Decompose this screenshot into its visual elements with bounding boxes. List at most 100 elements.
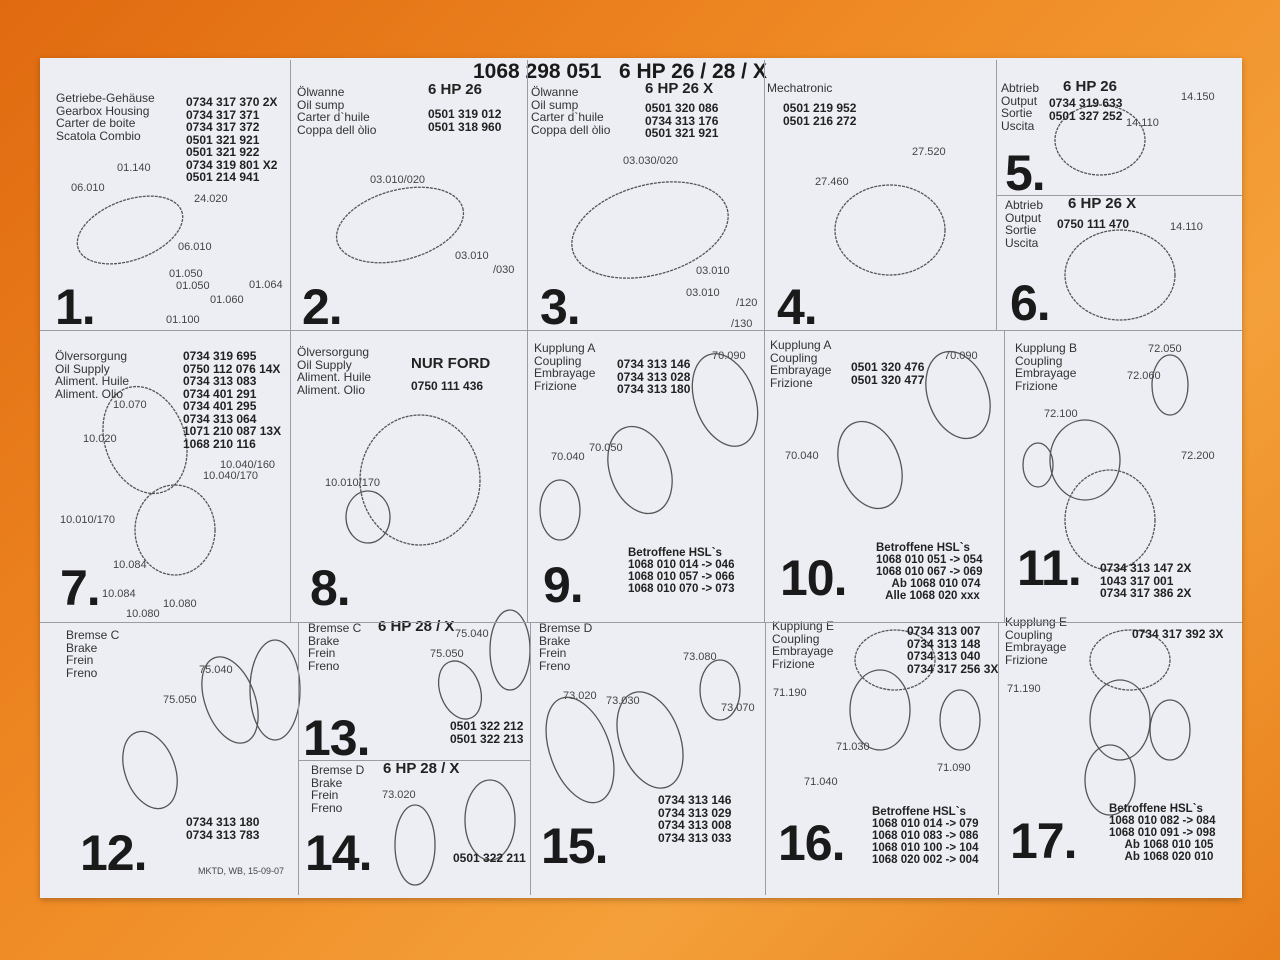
section-number: 15. (541, 818, 609, 874)
callout-label: 10.010/170 (60, 514, 116, 526)
description-label: Brake (311, 775, 343, 790)
description-label: Mechatronic (767, 81, 833, 95)
callout-label: 03.010 (686, 287, 720, 299)
part-ring-drawing (1064, 469, 1156, 571)
grid-divider (40, 330, 1242, 331)
callout-label: 24.020 (194, 193, 228, 205)
affected-hsl-note: 1068 010 091 -> 098 (1109, 827, 1216, 839)
parts-sheet (40, 58, 1242, 898)
part-ring-drawing (359, 414, 481, 546)
description-label: Frein (66, 653, 94, 667)
description-label: Brake (66, 640, 98, 655)
part-number: 0734 319 695 (183, 349, 257, 363)
affected-hsl-note: Betroffene HSL`s (872, 806, 966, 818)
part-number: 1043 317 001 (1100, 573, 1174, 588)
part-number: 0734 317 372 (186, 120, 260, 134)
part-number: 0734 317 386 2X (1100, 586, 1192, 600)
description-label: Oil sump (297, 97, 345, 112)
model-label: 6 HP 26 (428, 81, 482, 98)
part-ring-drawing (539, 479, 581, 541)
part-ring-drawing (1089, 629, 1171, 691)
description-label: Bremse C (308, 621, 362, 635)
callout-label: 72.050 (1148, 343, 1182, 355)
callout-label: 10.080 (126, 608, 160, 620)
part-ring-drawing (335, 186, 465, 264)
callout-label: 71.190 (1007, 683, 1041, 695)
callout-label: 01.064 (249, 279, 283, 291)
part-number: 0734 319 801 X2 (186, 157, 278, 172)
part-ring-drawing (616, 691, 684, 789)
part-number: 0734 317 256 3X (907, 661, 999, 676)
description-label: Coupling (772, 631, 820, 646)
part-number: 0734 317 370 2X (186, 95, 278, 109)
description-label: Uscita (1001, 118, 1035, 133)
callout-label: 75.050 (430, 648, 464, 660)
grid-divider (298, 622, 299, 895)
part-ring-drawing (394, 804, 436, 886)
part-number: 0734 313 176 (645, 113, 719, 128)
section-number: 17. (1010, 813, 1078, 869)
section-number: 2. (302, 279, 343, 335)
part-ring-drawing (134, 484, 216, 576)
description-label: Carter d`huile (297, 110, 370, 124)
affected-hsl-note: Ab 1068 020 010 (1109, 851, 1214, 863)
description-label: Frein (539, 646, 567, 660)
part-ring-drawing (837, 420, 903, 510)
description-label: Sortie (1001, 106, 1033, 120)
grid-divider (290, 60, 291, 330)
affected-hsl-note: 1068 010 070 -> 073 (628, 583, 735, 595)
description-label: Coupling (1015, 353, 1063, 368)
part-ring-drawing (699, 659, 741, 721)
description-label: Aliment. Olio (297, 382, 366, 397)
section-number: 3. (540, 279, 581, 335)
affected-hsl-note: 1068 010 014 -> 079 (872, 818, 979, 830)
part-ring-drawing (1151, 354, 1189, 416)
section-number: 7. (60, 560, 101, 616)
callout-label: 10.084 (102, 588, 136, 600)
part-ring-drawing (1149, 699, 1191, 761)
part-ring-drawing (849, 669, 911, 751)
callout-label: 75.040 (455, 628, 489, 640)
part-number: 0734 313 783 (186, 827, 260, 842)
part-number: 0734 313 007 (907, 624, 981, 638)
part-ring-drawing (834, 184, 946, 276)
section-number: 14. (305, 825, 373, 881)
section-number: 8. (310, 560, 351, 616)
affected-hsl-note: 1068 010 067 -> 069 (876, 566, 983, 578)
section-number: 13. (303, 710, 371, 766)
part-number: 0734 313 083 (183, 374, 257, 388)
grid-divider (527, 330, 528, 622)
part-number: 1068 210 116 (183, 436, 256, 451)
part-number: 0734 313 008 (658, 818, 732, 832)
part-number: 0501 318 960 (428, 119, 502, 134)
part-ring-drawing (1084, 744, 1136, 816)
part-ring-drawing (691, 353, 759, 447)
affected-hsl-note: 1068 010 057 -> 066 (628, 571, 735, 583)
part-number: 0501 320 086 (645, 101, 719, 115)
callout-label: 10.010/170 (325, 477, 381, 489)
callout-label: 10.070 (113, 399, 147, 411)
description-label: Frizione (772, 656, 815, 671)
grid-divider (527, 60, 528, 330)
grid-divider (764, 330, 765, 622)
callout-label: 03.010/020 (370, 174, 426, 186)
grid-divider (530, 622, 531, 895)
part-number: 0501 322 211 (453, 851, 526, 865)
part-number: 0734 313 033 (658, 830, 732, 845)
callout-label: 03.010 (696, 265, 730, 277)
callout-label: 70.050 (589, 442, 623, 454)
part-number: 0501 219 952 (783, 101, 857, 115)
callout-label: 72.200 (1181, 450, 1215, 462)
section-number: 6. (1010, 275, 1051, 331)
part-number: 0501 322 213 (450, 731, 524, 746)
part-ring-drawing (939, 689, 981, 751)
section-number: 5. (1005, 145, 1046, 201)
callout-label: 01.140 (117, 162, 151, 174)
affected-hsl-note: 1068 010 051 -> 054 (876, 554, 983, 566)
section-number: 4. (777, 279, 818, 335)
part-ring-drawing (201, 656, 259, 744)
part-ring-drawing (545, 696, 615, 804)
description-label: Oil sump (531, 97, 579, 112)
callout-label: 70.090 (712, 350, 746, 362)
description-label: Gearbox Housing (56, 103, 150, 118)
